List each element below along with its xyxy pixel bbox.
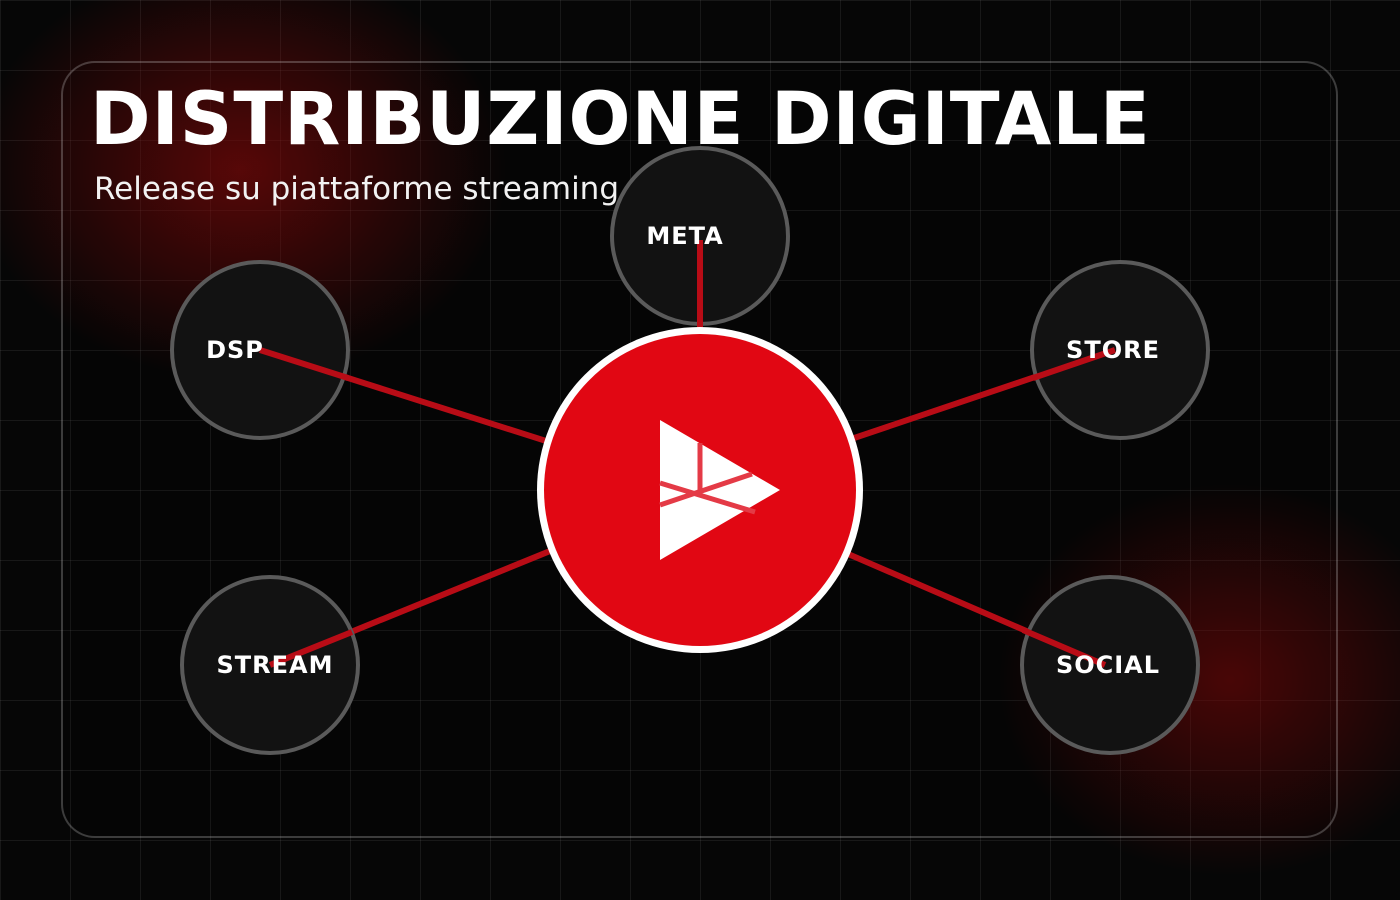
node-store — [1030, 260, 1210, 440]
page-title: DISTRIBUZIONE DIGITALE — [90, 77, 1151, 162]
node-label-stream: STREAM — [217, 651, 334, 679]
play-icon — [659, 420, 780, 560]
connector-overlays — [259, 240, 1116, 668]
node-label-meta: META — [646, 222, 723, 250]
hub — [537, 327, 863, 653]
node-label-store: STORE — [1066, 336, 1160, 364]
node-label-dsp: DSP — [206, 336, 264, 364]
page-subtitle: Release su piattaforme streaming — [94, 171, 620, 207]
node-label-social: SOCIAL — [1056, 651, 1160, 679]
node-social — [1020, 575, 1200, 755]
